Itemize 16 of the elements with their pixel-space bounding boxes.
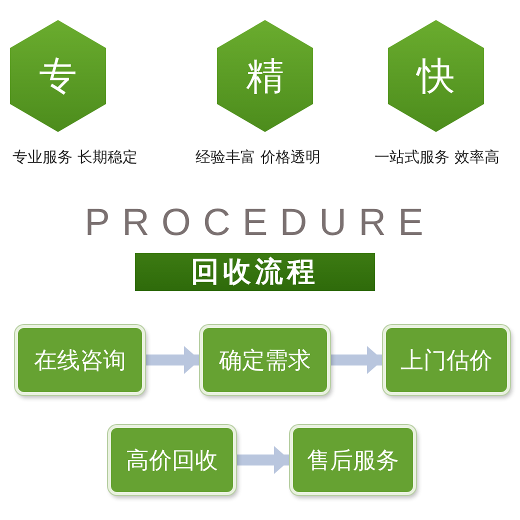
heading-text: PROCEDURE: [84, 204, 436, 242]
arrow: [330, 346, 383, 374]
title-banner: 回收流程: [135, 253, 375, 291]
node-text: 专: [39, 57, 77, 95]
process-box: 售后服务: [290, 425, 416, 495]
caption-text: 专业服务 长期稳定: [12, 148, 138, 167]
node-text: 快: [417, 57, 455, 95]
caption-text: 一站式服务 效率高: [374, 148, 500, 167]
process-box: 在线咨询: [15, 325, 145, 395]
process-box: 高价回收: [108, 425, 236, 495]
arrow: [236, 446, 290, 474]
process-box: 确定需求: [200, 325, 330, 395]
node-text: 精: [246, 57, 284, 95]
caption-text: 经验丰富 价格透明: [194, 148, 322, 167]
process-box: 上门估价: [383, 325, 510, 395]
arrow: [145, 346, 200, 374]
